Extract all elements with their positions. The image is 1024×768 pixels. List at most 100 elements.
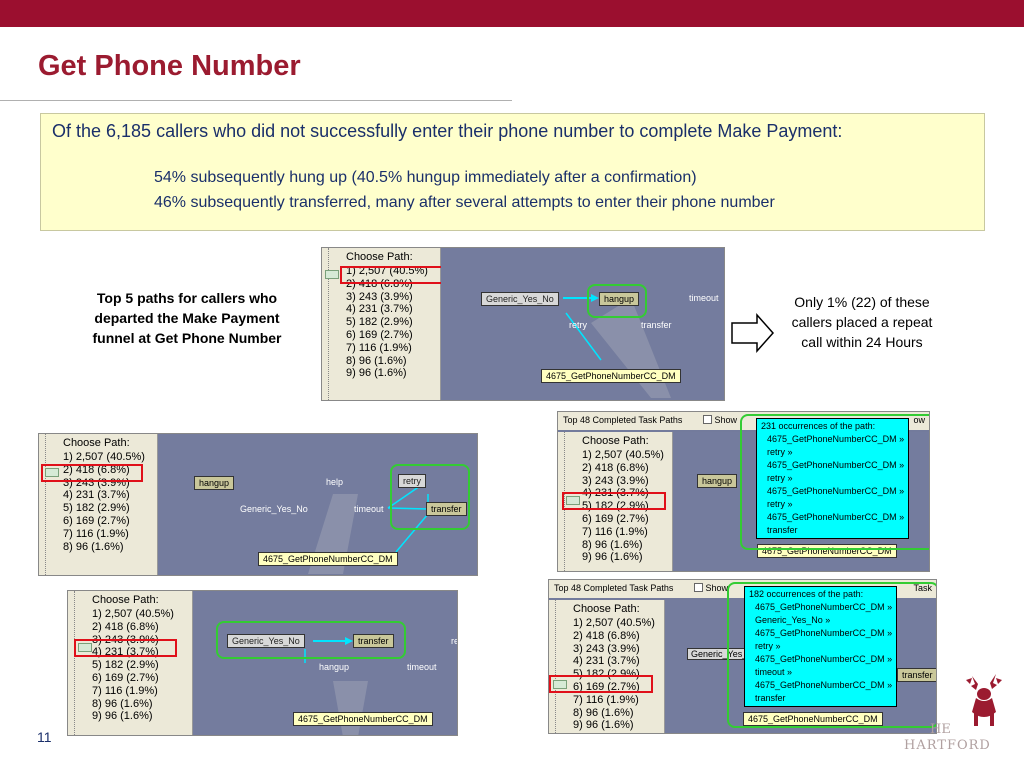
path-item[interactable]: 2) 418 (6.8%) [582,461,649,474]
path-item[interactable]: 7) 116 (1.9%) [582,525,648,538]
tooltip-line: 4675_GetPhoneNumberCC_DM » [767,486,905,496]
path-item[interactable]: 6) 169 (2.7%) [582,512,649,525]
side-note: Top 5 paths for callers who departed the… [92,290,282,346]
node-dm[interactable]: 4675_GetPhoneNumberCC_DM [743,712,883,726]
header-trail-text: ow [913,415,925,425]
path-item[interactable]: 9) 96 (1.6%) [582,551,643,564]
selected-path-highlight [562,492,666,510]
path-screenshot-5: Top 48 Completed Task Paths Show Task Ch… [548,579,937,734]
path-screenshot-4: Top 48 Completed Task Paths Show ow Choo… [557,411,930,572]
label-help: help [326,477,344,487]
tooltip-line: 4675_GetPhoneNumberCC_DM » [755,654,893,664]
label-timeout: timeout [354,504,384,514]
path-item[interactable]: 8) 96 (1.6%) [92,697,153,710]
path-item[interactable]: 5) 182 (2.9%) [573,668,640,681]
path-item[interactable]: 1) 2,507 (40.5%) [92,608,174,620]
path-list: Choose Path: 1) 2,507 (40.5%) 2) 418 (6.… [549,600,665,733]
selected-path-highlight [549,675,653,693]
green-highlight [390,464,470,530]
tooltip-line: 4675_GetPhoneNumberCC_DM » [767,460,905,470]
path-item[interactable]: 1) 2,507 (40.5%) [582,449,664,461]
green-highlight [727,582,936,728]
tooltip-head: 182 occurrences of the path: [749,589,864,599]
path-item[interactable]: 8) 96 (1.6%) [582,538,643,551]
show-label: Show [714,415,737,425]
path-item[interactable]: 7) 116 (1.9%) [573,693,639,706]
path-item[interactable]: 6) 169 (2.7%) [573,680,640,693]
path-list: Choose Path: 1) 2,507 (40.5%) 2) 418 (6.… [322,248,444,400]
tooltip-line: retry » [767,473,793,483]
path-item[interactable]: 6) 169 (2.7%) [346,328,413,341]
path-item[interactable]: 5) 182 (2.9%) [63,502,130,515]
node-transfer[interactable]: transfer [897,668,936,682]
path-item[interactable]: 2) 418 (6.8%) [63,463,130,476]
tooltip-line: timeout » [755,667,793,677]
path-item[interactable]: 1) 2,507 (40.5%) [573,617,655,629]
node-retry[interactable]: retry [398,474,426,488]
path-item[interactable]: 7) 116 (1.9%) [346,341,412,354]
path-item[interactable]: 4) 231 (3.7%) [63,489,130,502]
task-paths-title: Top 48 Completed Task Paths [554,583,674,593]
hartford-logo: HE HARTFORD [900,668,1010,758]
node-hangup[interactable]: hangup [599,292,640,306]
path-item[interactable]: 3) 243 (3.9%) [573,642,640,655]
show-checkbox[interactable] [693,583,703,592]
path-item[interactable]: 5) 182 (2.9%) [346,316,413,329]
path-item[interactable]: 6) 169 (2.7%) [92,671,159,684]
path-item[interactable]: 8) 96 (1.6%) [63,540,124,553]
node-generic-yes-no[interactable]: Generic_Yes_No [481,292,559,306]
callout-bullet-1: 54% subsequently hung up (40.5% hungup i… [154,169,697,186]
header-trail-text: Task [913,583,932,593]
page-number: 11 [37,729,52,745]
path-item[interactable]: 8) 96 (1.6%) [346,354,407,367]
show-checkbox[interactable] [702,415,712,424]
path-graph: Generic_Yes_No transfer re hangup timeou… [193,591,457,735]
path-item[interactable]: 9) 96 (1.6%) [573,719,634,732]
path-item[interactable]: 9) 96 (1.6%) [92,710,153,723]
path-item[interactable]: 9) 96 (1.6%) [346,367,407,380]
path-item[interactable]: 7) 116 (1.9%) [63,527,129,540]
path-list: Choose Path: 1) 2,507 (40.5%) 2) 418 (6.… [68,591,193,735]
selected-path-highlight [41,464,143,482]
tooltip-line: transfer [767,525,798,535]
node-dm[interactable]: 4675_GetPhoneNumberCC_DM [541,369,681,383]
path-list: Choose Path: 1) 2,507 (40.5%) 2) 418 (6.… [558,432,673,571]
path-graph: Generic_Yes_No hangup timeout retry tran… [441,248,724,400]
path-item[interactable]: 2) 418 (6.8%) [92,620,159,633]
path-item[interactable]: 4) 231 (3.7%) [573,655,640,668]
label-timeout: timeout [689,293,719,303]
path-tooltip: 231 occurrences of the path: 4675_GetPho… [756,418,910,539]
node-transfer[interactable]: transfer [426,502,467,516]
label-generic-yes-no: Generic_Yes_No [240,504,308,514]
path-item[interactable]: 3) 243 (3.9%) [346,290,413,303]
node-hangup[interactable]: hangup [194,476,235,490]
path-item[interactable]: 2) 418 (6.8%) [573,629,640,642]
node-hangup[interactable]: hangup [697,474,738,488]
path-screenshot-3: Choose Path: 1) 2,507 (40.5%) 2) 418 (6.… [67,590,458,736]
path-item[interactable]: 3) 243 (3.9%) [582,474,649,487]
selected-path-highlight [74,639,177,657]
path-list: Choose Path: 1) 2,507 (40.5%) 2) 418 (6.… [39,434,158,575]
path-item[interactable]: 4) 231 (3.7%) [346,303,413,316]
path-item[interactable]: 1) 2,507 (40.5%) [346,265,428,277]
node-dm[interactable]: 4675_GetPhoneNumberCC_DM [757,544,897,558]
callout-bullet-2: 46% subsequently transferred, many after… [154,194,775,211]
path-item[interactable]: 8) 96 (1.6%) [573,706,634,719]
path-item[interactable]: 7) 116 (1.9%) [92,684,158,697]
path-item[interactable]: 6) 169 (2.7%) [63,514,130,527]
path-tooltip: 182 occurrences of the path: 4675_GetPho… [744,586,898,707]
logo-text-top: HE [930,722,951,737]
tooltip-line: 4675_GetPhoneNumberCC_DM » [755,628,893,638]
node-transfer[interactable]: transfer [353,634,394,648]
node-generic-yes-no[interactable]: Generic_Yes_No [227,634,305,648]
path-screenshot-1: Choose Path: 1) 2,507 (40.5%) 2) 418 (6.… [321,247,725,401]
green-highlight [740,414,929,550]
label-retry: retry [569,320,587,330]
page-title: Get Phone Number [38,50,301,82]
checkbox-icon [566,496,580,505]
node-dm[interactable]: 4675_GetPhoneNumberCC_DM [258,552,398,566]
path-item[interactable]: 1) 2,507 (40.5%) [63,451,145,463]
path-item[interactable]: 3) 243 (3.9%) [63,476,130,489]
path-item[interactable]: 5) 182 (2.9%) [92,659,159,672]
node-dm[interactable]: 4675_GetPhoneNumberCC_DM [293,712,433,726]
